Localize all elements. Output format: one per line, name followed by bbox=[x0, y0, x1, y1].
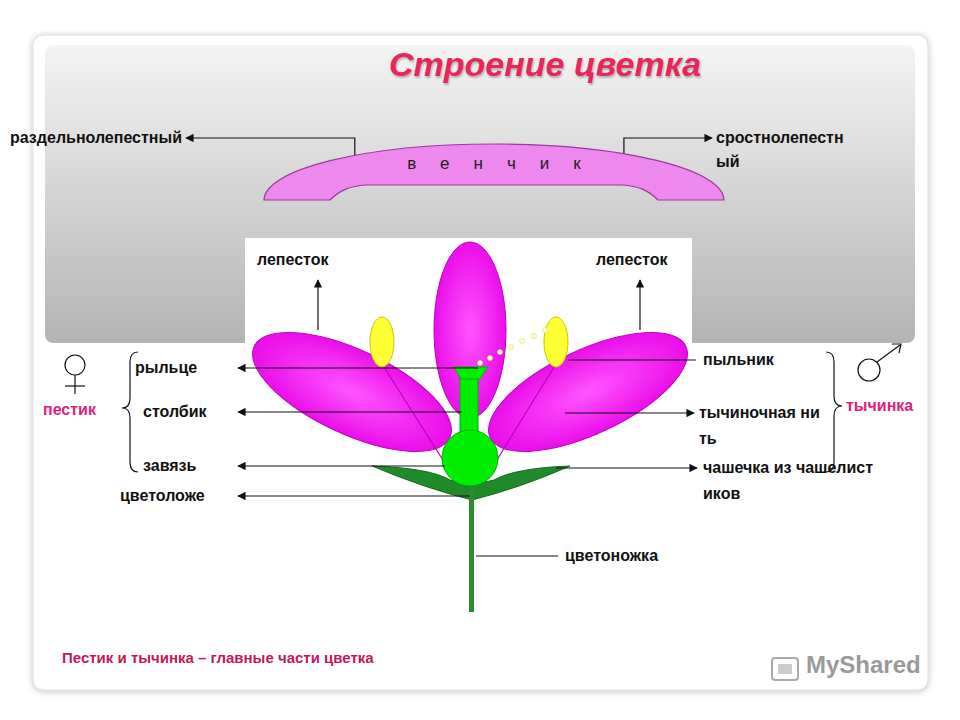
anther bbox=[370, 317, 394, 367]
connector-arrow bbox=[624, 138, 712, 154]
text-node: раздельнолепестный bbox=[10, 126, 182, 150]
part-label: завязь bbox=[143, 453, 196, 479]
leader-lines bbox=[476, 555, 558, 556]
part-label: чашечка из чашелистиков bbox=[703, 455, 875, 507]
pollen bbox=[478, 361, 483, 366]
pollen bbox=[532, 334, 537, 339]
part-label: рыльце bbox=[135, 355, 197, 381]
part-label: цветоложе bbox=[120, 483, 230, 509]
part-label: лепесток bbox=[257, 247, 329, 273]
anther bbox=[544, 317, 568, 367]
leader-lines bbox=[568, 359, 696, 360]
part-label: лепесток bbox=[596, 247, 668, 273]
pollen bbox=[543, 328, 548, 333]
leader-lines bbox=[238, 465, 445, 466]
part-label: цветоножка bbox=[565, 543, 677, 569]
connector-arrow bbox=[186, 138, 355, 155]
flower-illustration bbox=[236, 242, 703, 612]
pollen bbox=[478, 328, 548, 366]
leader-lines bbox=[238, 495, 470, 496]
leader-lines bbox=[556, 467, 697, 468]
group-label: пестик bbox=[43, 397, 96, 423]
petal bbox=[472, 308, 703, 475]
node-text: венчик bbox=[262, 154, 726, 174]
watermark-logo bbox=[772, 658, 798, 680]
filament bbox=[492, 367, 554, 468]
leader-lines bbox=[639, 280, 640, 330]
leader-lines bbox=[238, 367, 478, 368]
pollen bbox=[509, 345, 514, 350]
title: Строение цветка bbox=[389, 44, 701, 84]
female-symbol bbox=[74, 375, 75, 394]
pollen bbox=[498, 350, 503, 355]
node-text: раздельнолепестный bbox=[10, 126, 182, 150]
female-symbol bbox=[65, 355, 85, 394]
group-label: тычинка bbox=[846, 393, 913, 419]
watermark-logo bbox=[772, 658, 798, 680]
pollen bbox=[488, 356, 493, 361]
leader-lines bbox=[238, 411, 462, 412]
part-label: тычиночная нить bbox=[699, 400, 827, 452]
female-symbol bbox=[65, 385, 85, 386]
corolla-band: венчик bbox=[262, 140, 726, 204]
stigma bbox=[454, 367, 488, 379]
male-symbol bbox=[877, 345, 900, 362]
female-symbol bbox=[65, 355, 85, 375]
watermark-logo bbox=[778, 664, 792, 674]
ovary bbox=[442, 430, 498, 486]
caption: Пестик и тычинка – главные части цветка bbox=[62, 648, 374, 668]
petal bbox=[236, 308, 467, 475]
braces bbox=[826, 352, 842, 472]
node-text: сростнолепестный bbox=[716, 126, 856, 174]
leader-lines bbox=[238, 280, 697, 556]
leader-lines bbox=[317, 280, 318, 330]
watermark: MyShared bbox=[806, 652, 921, 678]
leader-lines bbox=[565, 412, 694, 413]
pollen bbox=[520, 339, 525, 344]
male-symbol bbox=[858, 359, 880, 381]
braces bbox=[122, 352, 842, 472]
part-label: пыльник bbox=[703, 347, 774, 373]
filament bbox=[384, 367, 448, 468]
flower-stalk bbox=[469, 490, 474, 612]
male-symbol bbox=[858, 344, 901, 381]
part-label: столбик bbox=[143, 399, 207, 425]
male-symbol bbox=[892, 344, 901, 353]
text-node: сростнолепестный bbox=[716, 126, 856, 174]
